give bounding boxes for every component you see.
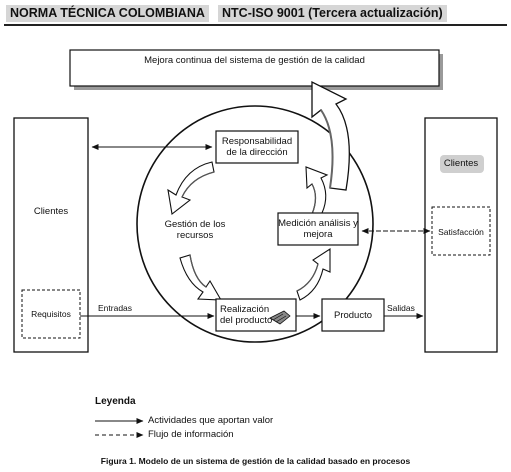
satisfaction-box xyxy=(431,206,491,256)
clients-left-panel xyxy=(13,117,89,353)
outputs-label: Salidas xyxy=(387,303,415,313)
measurement-label: Medición análisis y mejora xyxy=(278,218,358,240)
measurement-box xyxy=(277,212,359,246)
satisfaction-label: Satisfacción xyxy=(438,227,484,237)
clients-left-label: Clientes xyxy=(33,206,69,217)
improvement-arrow xyxy=(311,80,350,191)
continuous-improvement-label: Mejora continua del sistema de gestión d… xyxy=(144,55,365,66)
hand-icon xyxy=(269,310,291,325)
right-curved-arrow xyxy=(305,166,329,215)
bottom-left-curved-arrow xyxy=(179,254,222,301)
continuous-improvement-box xyxy=(69,49,440,87)
top-left-curved-arrow xyxy=(167,161,215,216)
figure-caption: Figura 1. Modelo de un sistema de gestió… xyxy=(100,456,411,466)
management-responsibility-label: Responsabilidad de la dirección xyxy=(221,136,293,158)
resource-management-label: Gestión de los recursos xyxy=(164,219,226,241)
clients-right-panel xyxy=(424,117,498,353)
legend-solid-label: Actividades que aportan valor xyxy=(148,415,274,426)
inputs-label: Entradas xyxy=(98,303,133,313)
legend-title: Leyenda xyxy=(95,396,136,407)
requirements-label: Requisitos xyxy=(31,309,71,319)
product-label: Producto xyxy=(333,310,373,321)
clients-right-label: Clientes xyxy=(443,158,479,169)
product-box xyxy=(321,298,385,332)
management-responsibility-box xyxy=(215,130,299,164)
standard-title: NORMA TÉCNICA COLOMBIANA xyxy=(6,5,209,22)
process-circle xyxy=(136,105,374,343)
legend-dashed-label: Flujo de información xyxy=(148,429,234,440)
document-header: NORMA TÉCNICA COLOMBIANA NTC-ISO 9001 (T… xyxy=(4,2,507,26)
bottom-right-curved-arrow xyxy=(296,247,331,301)
standard-code: NTC-ISO 9001 (Tercera actualización) xyxy=(218,5,447,22)
requirements-box xyxy=(21,289,81,339)
product-realization-label: Realización del producto xyxy=(220,304,273,326)
clients-right-badge xyxy=(440,155,484,173)
